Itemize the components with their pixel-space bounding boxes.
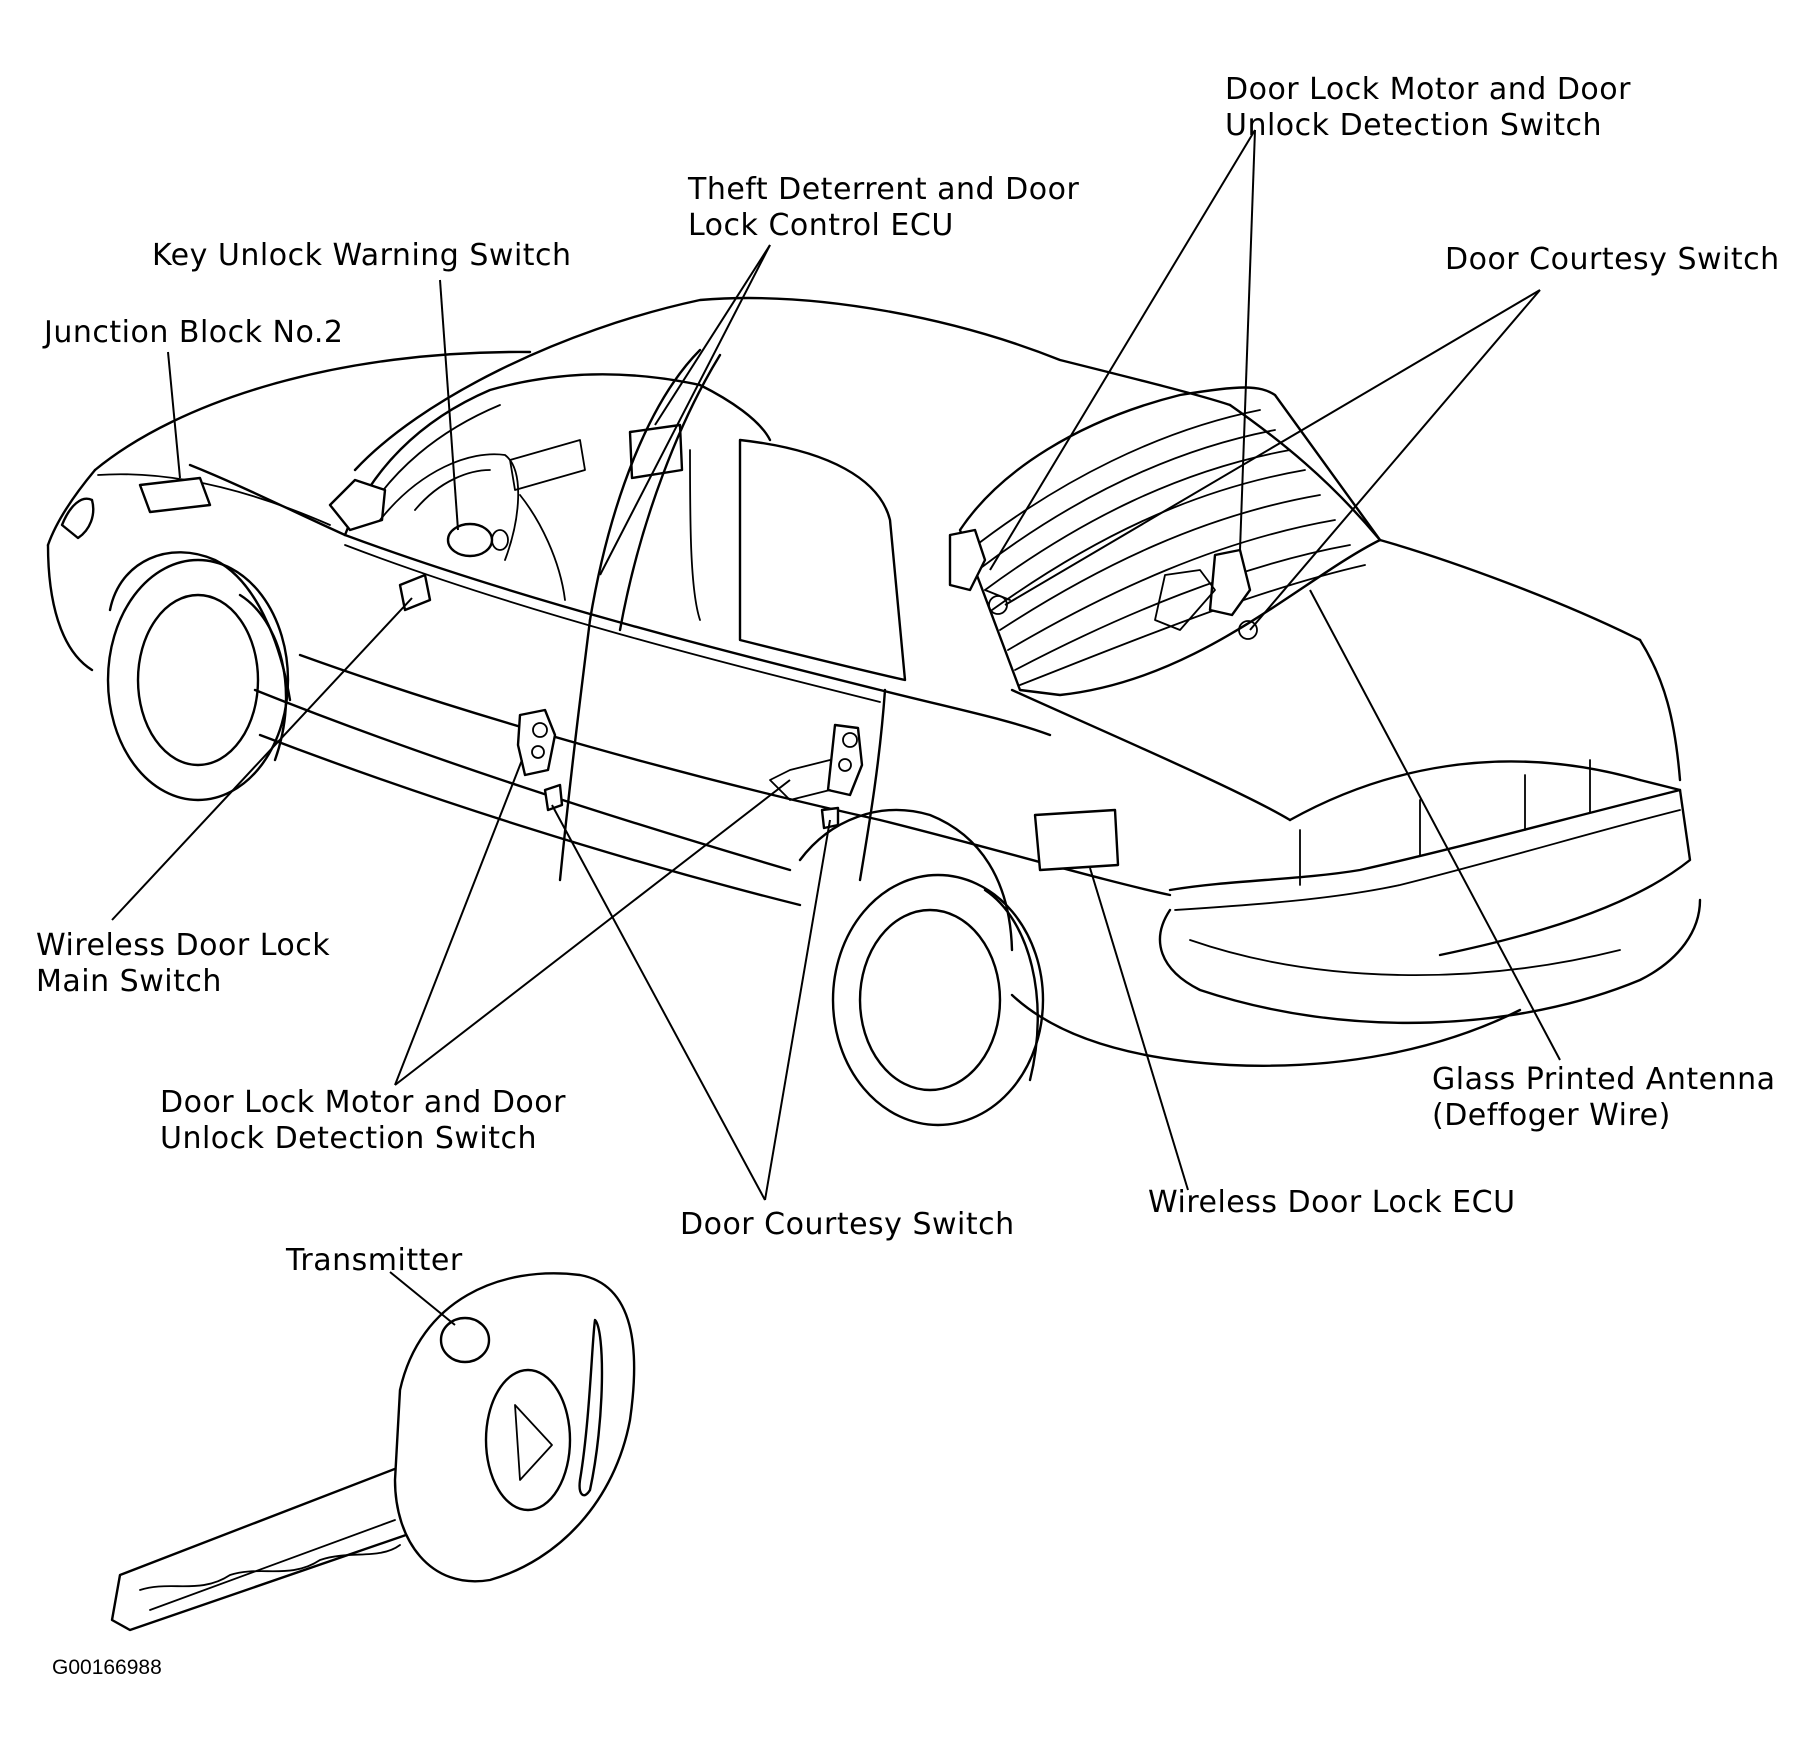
figure-code: G00166988	[52, 1656, 162, 1679]
junction-block-shape	[138, 476, 212, 514]
rear-wheel	[831, 873, 1045, 1127]
label-theft-deterrent-ecu: Theft Deterrent and Door Lock Control EC…	[688, 172, 1079, 244]
label-door-lock-motor-rear: Door Lock Motor and Door Unlock Detectio…	[1225, 72, 1631, 144]
front-lock-shape	[516, 708, 557, 777]
label-line: Unlock Detection Switch	[1225, 108, 1603, 143]
label-key-unlock-warning-switch: Key Unlock Warning Switch	[152, 238, 572, 273]
label-line: Door Lock Motor and Door	[1225, 72, 1631, 107]
label-door-courtesy-switch-rear: Door Courtesy Switch	[1445, 242, 1780, 277]
key-transmitter	[110, 1272, 636, 1632]
label-wireless-main-switch: Wireless Door Lock Main Switch	[36, 928, 330, 1000]
label-junction-block: Junction Block No.2	[44, 315, 344, 350]
car-body	[46, 296, 1702, 1067]
label-line: Wireless Door Lock	[36, 928, 331, 963]
key-cylinder	[446, 522, 494, 558]
rear-deck-lock-left	[948, 528, 987, 592]
label-wireless-door-lock-ecu: Wireless Door Lock ECU	[1148, 1185, 1516, 1220]
front-wheel	[106, 558, 290, 802]
transmitter-button-shape	[439, 1316, 491, 1364]
label-line: Glass Printed Antenna	[1432, 1062, 1776, 1097]
label-line: (Deffoger Wire)	[1432, 1098, 1671, 1133]
leader-lines	[111, 129, 1561, 1326]
rear-deck-lock-right	[1208, 548, 1252, 617]
label-line: Unlock Detection Switch	[160, 1121, 538, 1156]
label-line: Theft Deterrent and Door	[688, 172, 1080, 207]
label-door-courtesy-switch-front: Door Courtesy Switch	[680, 1207, 1015, 1242]
main-switch-shape	[398, 573, 432, 612]
label-door-lock-motor-front: Door Lock Motor and Door Unlock Detectio…	[160, 1085, 566, 1157]
doors	[516, 348, 1120, 882]
label-line: Main Switch	[36, 964, 222, 999]
rear-lock-shape	[826, 723, 864, 797]
wireless-ecu-shape	[1033, 808, 1120, 872]
label-glass-printed-antenna: Glass Printed Antenna (Deffoger Wire)	[1432, 1062, 1775, 1134]
windshield-dashboard	[328, 373, 702, 612]
label-line: Lock Control ECU	[688, 208, 954, 243]
label-line: Door Lock Motor and Door	[160, 1085, 566, 1120]
label-transmitter: Transmitter	[286, 1243, 463, 1278]
rear-window	[948, 386, 1382, 697]
